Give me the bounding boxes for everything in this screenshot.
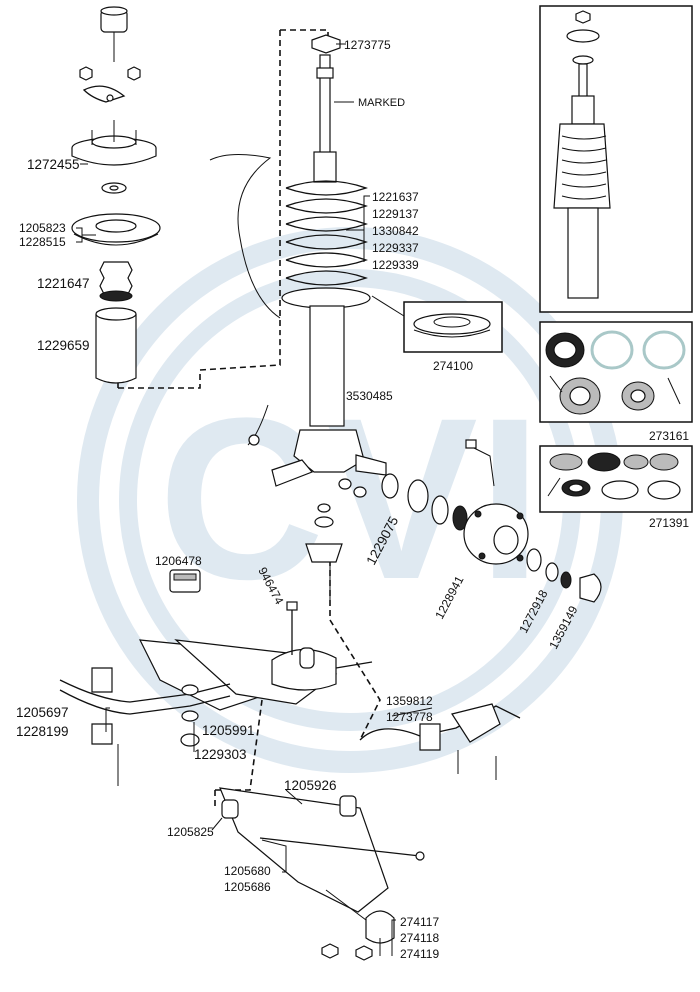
label-1228515: 1228515 (19, 235, 66, 249)
leader-lines (76, 43, 433, 956)
upper-mount-stack (71, 6, 161, 384)
label-1205926: 1205926 (284, 778, 337, 793)
label-1205686: 1205686 (224, 880, 271, 894)
label-1228199: 1228199 (16, 724, 69, 739)
inset-bearing-kit-273161 (539, 321, 693, 423)
label-271391: 271391 (649, 516, 689, 530)
hub-assembly (381, 439, 602, 603)
watermark-text: CVI (158, 370, 541, 627)
label-274117: 274117 (400, 915, 439, 929)
label-1272455: 1272455 (27, 157, 80, 172)
label-1205991: 1205991 (202, 723, 255, 738)
label-1205680: 1205680 (224, 864, 271, 878)
inset-274100 (371, 295, 503, 353)
label-3530485: 3530485 (346, 389, 393, 403)
label-1205825: 1205825 (167, 825, 214, 839)
label-marked: MARKED (358, 97, 405, 109)
label-1273778: 1273778 (386, 710, 433, 724)
inset-strut-cartridge (539, 5, 693, 313)
label-1229303: 1229303 (194, 747, 247, 762)
label-273161: 273161 (649, 429, 689, 443)
label-1330842: 1330842 (372, 224, 419, 238)
label-1221637: 1221637 (372, 190, 419, 204)
label-274118: 274118 (400, 931, 439, 945)
label-1229339: 1229339 (372, 258, 419, 272)
label-274100: 274100 (433, 359, 473, 373)
label-274119: 274119 (400, 947, 439, 961)
control-arm-assembly (219, 703, 521, 961)
label-1221647: 1221647 (37, 276, 90, 291)
label-1206478: 1206478 (155, 554, 202, 568)
label-1229659: 1229659 (37, 338, 90, 353)
knuckle-hardware (305, 478, 367, 600)
label-1229337: 1229337 (372, 241, 419, 255)
strut-assembly (209, 34, 387, 487)
inset-bearing-kit-271391 (539, 445, 693, 513)
label-1229137: 1229137 (372, 207, 419, 221)
crossmember-assembly (59, 569, 373, 786)
label-1205823: 1205823 (19, 221, 66, 235)
label-1273775: 1273775 (344, 38, 391, 52)
label-1205697: 1205697 (16, 705, 69, 720)
label-1359812: 1359812 (386, 694, 433, 708)
